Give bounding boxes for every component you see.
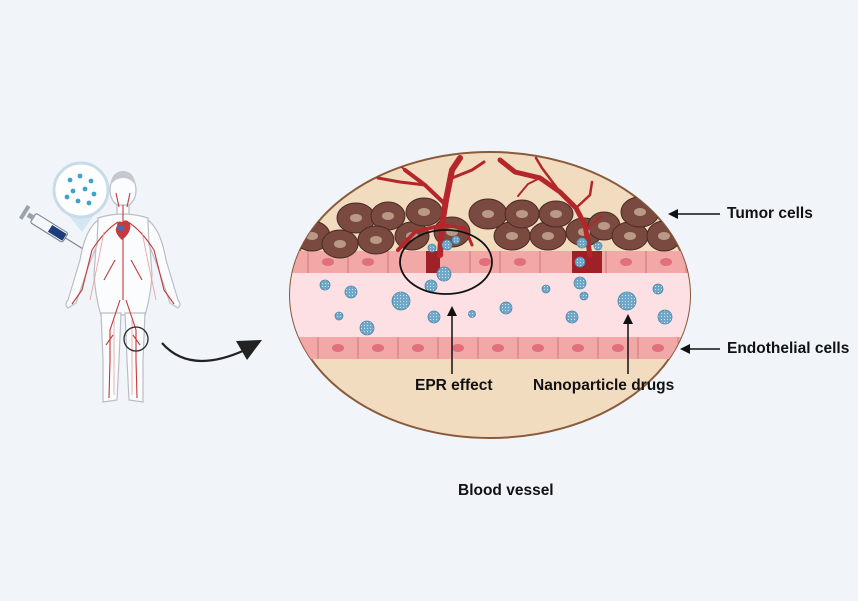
tumor-site-marker bbox=[123, 326, 149, 352]
nanoparticle-drugs-label: Nanoparticle drugs bbox=[533, 377, 675, 394]
blood-vessel-label: Blood vessel bbox=[458, 482, 554, 499]
heart-icon bbox=[115, 220, 131, 240]
nanoparticle-bubble-icon bbox=[52, 161, 110, 232]
endothelial-layer-bottom bbox=[290, 337, 690, 359]
nanoparticles bbox=[319, 235, 673, 336]
pointer-arrows bbox=[447, 209, 720, 374]
vessel-lumen bbox=[290, 272, 690, 337]
epr-highlight-circle bbox=[399, 229, 493, 295]
endothelial-cells-label: Endothelial cells bbox=[727, 340, 850, 357]
human-body-icon bbox=[65, 171, 181, 403]
curved-arrow-icon bbox=[161, 340, 262, 362]
tumor-cells-label: Tumor cells bbox=[727, 205, 813, 222]
tumor-vasculature bbox=[376, 155, 603, 258]
epr-effect-label: EPR effect bbox=[415, 377, 493, 394]
syringe-icon bbox=[18, 205, 83, 250]
